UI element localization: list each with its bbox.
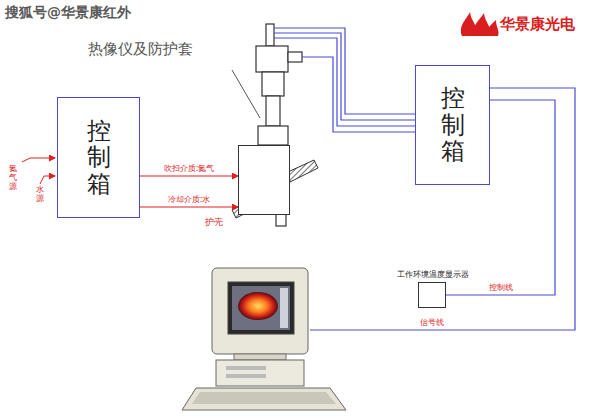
nozzle (288, 160, 318, 182)
logo-mark (461, 12, 499, 36)
purge-pipe (140, 175, 238, 176)
protective-housing: 护壳 (238, 145, 290, 215)
edge-label: 冷却介质:水 (166, 194, 213, 205)
watermark: 搜狐号@华景康红外 (5, 4, 131, 22)
node-label: 控制箱 (441, 85, 465, 164)
edge-label: 吹扫介质:氮气 (162, 163, 217, 174)
callout-label: 热像仪及防护套 (88, 40, 193, 59)
leader-line (232, 70, 260, 118)
control-box: 控制箱 (57, 97, 140, 218)
camera-cables (274, 28, 415, 132)
node-heading: 工作环境温度显示器 (397, 269, 469, 280)
input-pipes (22, 158, 55, 184)
cooling-pipe (140, 206, 238, 207)
node-label: 控制箱 (87, 118, 111, 197)
signal-label: 信号线 (420, 317, 444, 328)
temperature-display: 工作环境温度显示器 (418, 282, 446, 308)
node-heading: 护壳 (205, 216, 223, 229)
control-box: 控制箱 (415, 65, 490, 185)
logo-text: 华景康光电 (500, 15, 575, 34)
edge-label: 控制线 (487, 282, 515, 293)
source-label: 氮气源 (9, 165, 17, 191)
source-label: 水源 (36, 186, 44, 204)
computer (182, 268, 346, 410)
